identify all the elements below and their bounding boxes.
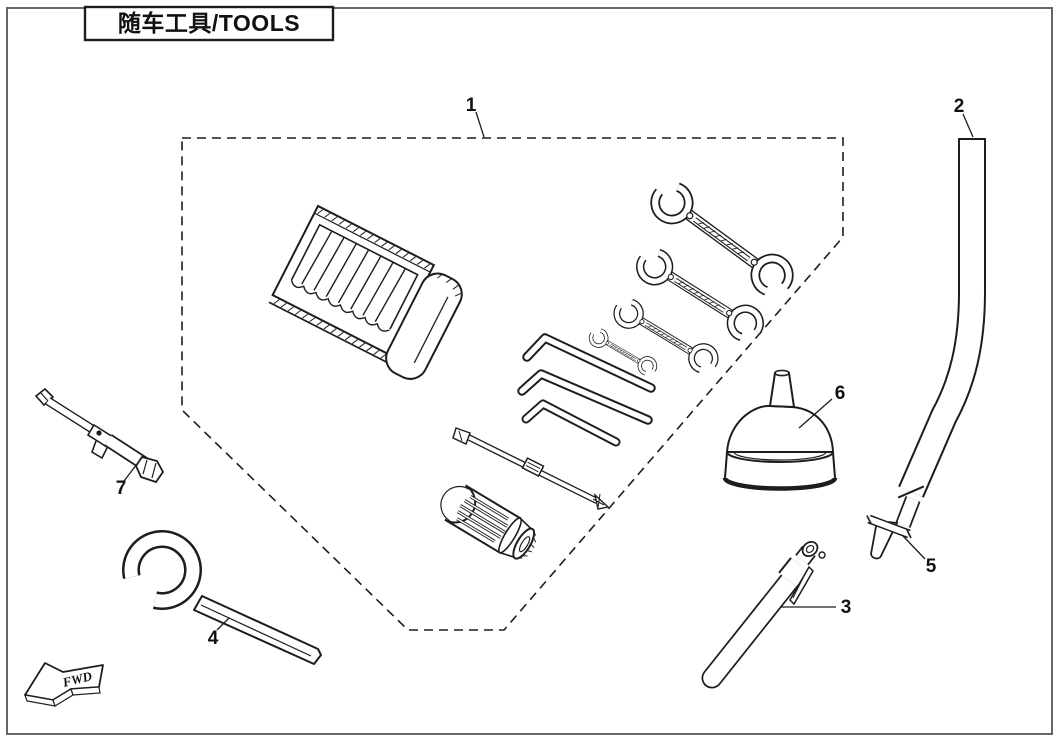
screwdriver-handle: [440, 484, 537, 560]
callout-4: 4: [208, 628, 219, 649]
funnel-spout: [768, 372, 796, 409]
leader-line-1: [475, 111, 485, 138]
hex-coupler: [521, 457, 545, 478]
page-frame: [6, 7, 1053, 735]
fwd-label: FWD: [60, 668, 94, 690]
leader-line-5: [902, 535, 926, 560]
leader-line-6: [798, 398, 833, 429]
oil-drain-tube: [866, 138, 986, 560]
hex-key-medium: [517, 369, 653, 425]
open-end-wrench-xsmall: [587, 328, 660, 376]
spark-plug-wrench: [34, 387, 165, 484]
pouch-pocket-dividers: [301, 230, 407, 322]
gauge-clip: [789, 565, 814, 606]
open-end-wrench-small: [610, 298, 723, 374]
screwdriver-bit-shaft: [452, 427, 610, 510]
callout-5: 5: [926, 556, 937, 577]
leader-line-4: [216, 617, 230, 631]
fwd-arrow: FWD: [24, 662, 104, 707]
spanner-handle: [193, 595, 322, 665]
funnel-base-rim: [722, 477, 838, 491]
callout-1: 1: [466, 95, 477, 116]
tool-kit-boundary: [181, 137, 844, 631]
callout-7: 7: [116, 478, 127, 499]
title-block: 随车工具/TOOLS: [83, 5, 335, 42]
leader-line-7: [123, 463, 138, 482]
page-title: 随车工具/TOOLS: [118, 10, 300, 36]
hex-key-large: [522, 333, 656, 393]
phillips-tip: [593, 492, 610, 510]
leader-line-2: [962, 113, 974, 138]
pouch-rolled-flap: [385, 272, 463, 380]
funnel: [722, 369, 838, 491]
pouch-edge-stitching: [317, 209, 431, 269]
title-box: [83, 5, 335, 42]
hex-key-small: [521, 399, 621, 447]
flat-blade-tip: [452, 427, 471, 445]
tire-pressure-gauge: [701, 540, 826, 689]
socket-end: [134, 455, 165, 484]
tube-crossbar: [866, 514, 912, 539]
callout-3: 3: [841, 597, 852, 618]
callout-2: 2: [954, 96, 965, 117]
callout-6: 6: [835, 383, 846, 404]
tool-roll: [268, 204, 463, 380]
hook-spanner: [122, 530, 322, 665]
pouch-pocket-panel: [290, 223, 419, 330]
